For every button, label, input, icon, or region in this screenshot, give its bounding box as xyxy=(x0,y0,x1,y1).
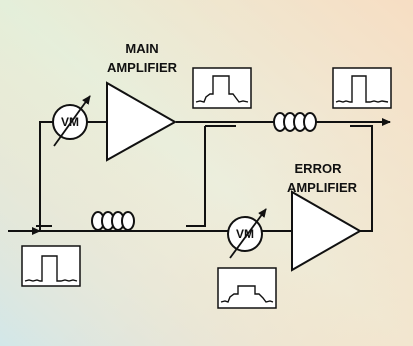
spectrum-error-input xyxy=(217,267,277,309)
error-output-line xyxy=(350,125,373,232)
error-amplifier-triangle xyxy=(291,190,363,272)
error-amplifier-label-line1: ERROR xyxy=(295,161,343,176)
spectrum-icon xyxy=(220,285,274,303)
delay-line-bottom-coil-icon xyxy=(91,211,135,231)
spectrum-main-output xyxy=(192,67,252,109)
spectrum-icon xyxy=(24,255,78,282)
main-amplifier-label-line1: MAIN xyxy=(125,41,158,56)
sample-line xyxy=(186,126,206,227)
split-to-main-line xyxy=(39,121,53,231)
main-amplifier-triangle xyxy=(106,81,178,162)
delay-line-top-coil-icon xyxy=(273,112,317,132)
vm-top: VM xyxy=(52,95,91,147)
vm-bottom: VM xyxy=(227,208,267,259)
spectrum-icon xyxy=(195,75,249,103)
main-amplifier-label-line2: AMPLIFIER xyxy=(107,60,178,75)
vm-bottom-label: VM xyxy=(236,227,254,241)
spectrum-final-output xyxy=(332,67,392,109)
vm-top-label: VM xyxy=(61,115,79,129)
spectrum-icon xyxy=(335,75,389,103)
error-amplifier-label-line2: AMPLIFIER xyxy=(287,180,358,195)
vm-bottom-arrow xyxy=(229,208,267,259)
vm-top-arrow xyxy=(53,95,91,147)
spectrum-input xyxy=(21,245,81,287)
